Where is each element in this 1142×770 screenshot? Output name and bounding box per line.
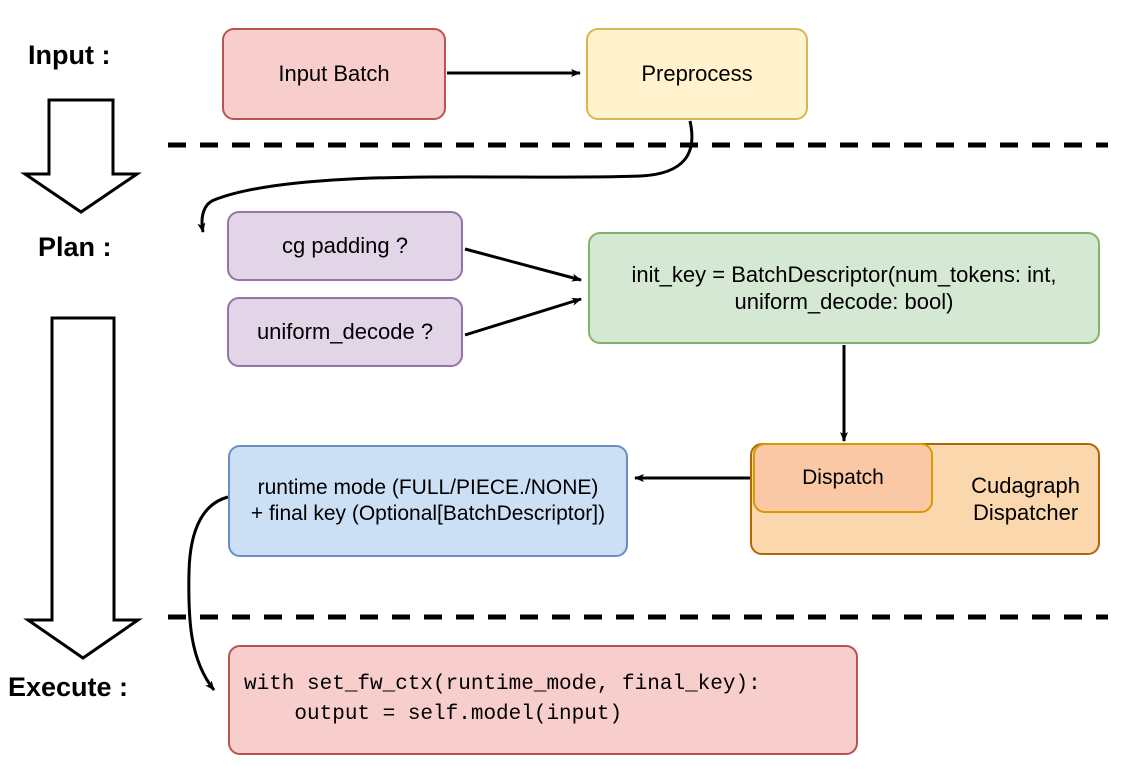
node-dispatch-label: Dispatch (802, 465, 884, 489)
node-execute-code[interactable]: with set_fw_ctx(runtime_mode, final_key)… (228, 645, 858, 755)
node-init-key[interactable]: init_key = BatchDescriptor(num_tokens: i… (588, 232, 1100, 344)
node-cg-padding[interactable]: cg padding ? (227, 211, 463, 281)
node-runtime-mode[interactable]: runtime mode (FULL/PIECE./NONE) + final … (228, 445, 628, 557)
node-runtime-mode-label: runtime mode (FULL/PIECE./NONE) + final … (250, 475, 606, 525)
runtime-mode-to-execute-code-connector (187, 495, 229, 691)
stage-label-input: Input : (28, 40, 111, 70)
node-input-batch[interactable]: Input Batch (222, 28, 446, 120)
node-uniform-decode-label: uniform_decode ? (256, 319, 434, 345)
node-dispatch[interactable]: Dispatch (753, 443, 933, 513)
input-to-plan-block-arrow (20, 98, 142, 214)
node-preprocess-label: Preprocess (641, 61, 753, 87)
stage-label-execute: Execute : (8, 672, 129, 702)
uniform-decode-to-init-key-connector (464, 297, 582, 337)
node-uniform-decode[interactable]: uniform_decode ? (227, 297, 463, 367)
stage-label-plan: Plan : (38, 232, 112, 262)
node-preprocess[interactable]: Preprocess (586, 28, 808, 120)
node-cudagraph-dispatcher-label: Cudagraph Dispatcher (971, 472, 1080, 526)
node-init-key-label: init_key = BatchDescriptor(num_tokens: i… (631, 261, 1057, 315)
plan-to-execute-block-arrow (23, 316, 143, 660)
node-execute-code-label: with set_fw_ctx(runtime_mode, final_key)… (244, 672, 761, 726)
node-cg-padding-label: cg padding ? (282, 233, 408, 259)
cg-padding-to-init-key-connector (464, 247, 582, 282)
node-input-batch-label: Input Batch (278, 61, 390, 87)
